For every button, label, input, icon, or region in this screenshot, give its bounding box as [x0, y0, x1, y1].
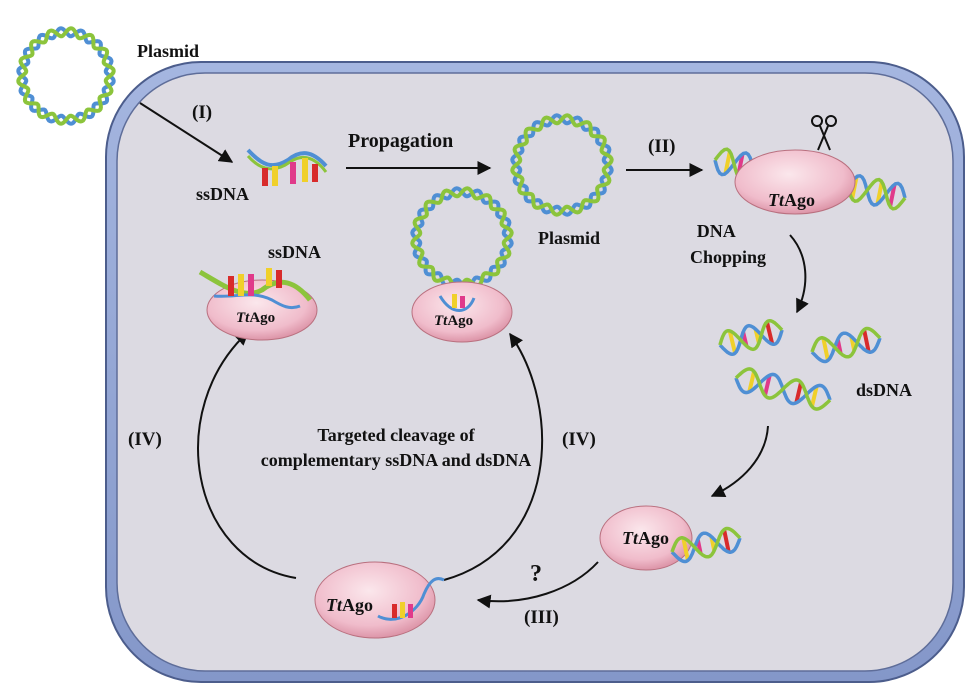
ssdna-bound-icon — [198, 268, 312, 310]
arrow-step-iv-left — [197, 331, 297, 579]
arrow-chopping — [789, 234, 809, 314]
scissors-icon — [811, 115, 837, 151]
label-ssdna-left: ssDNA — [196, 184, 249, 204]
arrows — [139, 102, 809, 609]
dsdna-helix-icon — [734, 367, 832, 411]
label-step-iii: (III) — [524, 607, 559, 628]
plasmid-icon — [510, 113, 614, 217]
ttago-label: TtAgo — [326, 595, 373, 615]
guide-dna-icon — [438, 294, 476, 312]
label-dsdna: dsDNA — [856, 380, 912, 400]
arrow-step-iv-right — [443, 332, 543, 581]
cytoplasm — [116, 72, 954, 672]
ttago-protein-upper-center — [411, 281, 513, 343]
label-plasmid-top: Plasmid — [137, 41, 199, 61]
ttago-label: TtAgo — [434, 313, 473, 329]
arrow-step-iii — [476, 561, 599, 609]
ssdna-fragment-icon — [246, 148, 328, 186]
label-propagation: Propagation — [348, 130, 453, 152]
arrow-step-i — [139, 102, 234, 163]
dsdna-helix-icon — [670, 526, 742, 564]
ttago-protein-lower-right — [599, 505, 693, 571]
ttago-protein-bottom — [314, 561, 436, 639]
ttago-label: TtAgo — [622, 528, 669, 548]
label-step-i: (I) — [192, 102, 212, 123]
dsdna-helix-icon — [718, 318, 784, 357]
plasmid-icon — [410, 186, 514, 290]
label-plasmid-mid: Plasmid — [538, 228, 600, 248]
label-center-line2: complementary ssDNA and dsDNA — [261, 450, 532, 470]
label-dna-chopping: DNA Chopping — [690, 221, 766, 267]
label-step-iv-right: (IV) — [562, 429, 596, 450]
label-question: ? — [530, 561, 542, 587]
label-step-iv-left: (IV) — [128, 429, 162, 450]
plasmid-icon — [16, 26, 116, 126]
label-center-line1: Targeted cleavage of — [317, 425, 475, 445]
ttago-protein-chopping — [734, 149, 856, 215]
label-ssdna-upper: ssDNA — [268, 242, 321, 262]
ttago-label: TtAgo — [236, 310, 275, 326]
dsdna-helix-icon — [810, 326, 882, 364]
cell — [105, 61, 965, 683]
arrow-dsdna-to-ago — [710, 425, 769, 498]
label-step-ii: (II) — [648, 136, 675, 157]
guide-dna-icon — [377, 577, 445, 621]
ttago-label: TtAgo — [768, 190, 815, 210]
